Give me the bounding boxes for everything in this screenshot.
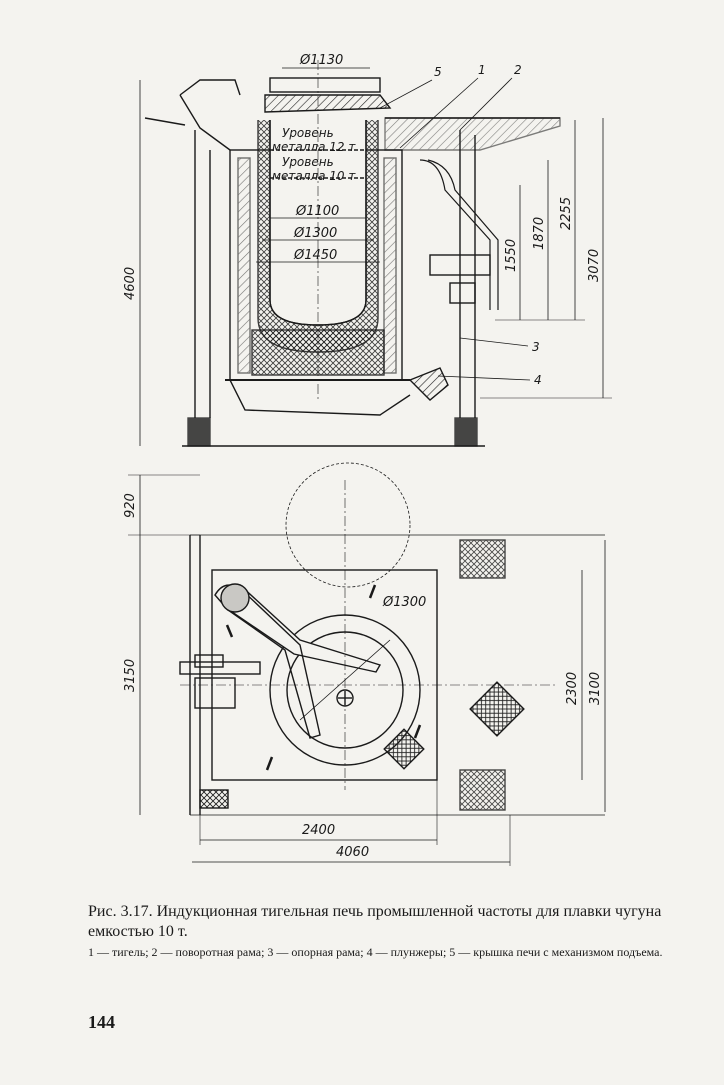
part-4: 4 [534, 373, 542, 387]
dim-h1870: 1870 [532, 217, 547, 250]
level-10-line1: Уровень [282, 155, 334, 169]
side-view-labels: Ø1130 Уровень металла 12 т Уровень метал… [123, 53, 602, 387]
dim-h1550: 1550 [504, 239, 519, 272]
dim-2300: 2300 [565, 672, 580, 705]
furnace-drawing: Ø1130 Уровень металла 12 т Уровень метал… [123, 53, 612, 866]
part-5: 5 [434, 65, 442, 79]
figure-caption: Рис. 3.17. Индукционная тигельная печь п… [88, 903, 662, 940]
plan-view-labels: Ø1300 920 3150 2300 3100 2400 4060 [123, 493, 603, 860]
level-12-line1: Уровень [282, 126, 334, 140]
dim-d1300: Ø1300 [293, 226, 337, 241]
part-1: 1 [478, 63, 486, 77]
dim-h3070: 3070 [587, 249, 602, 282]
dim-3100: 3100 [588, 672, 603, 705]
plan-dim-d1300: Ø1300 [382, 595, 426, 610]
plan-view [128, 462, 606, 866]
page-number: 144 [88, 1012, 115, 1032]
dim-4060: 4060 [336, 845, 369, 860]
dim-d1100: Ø1100 [295, 204, 339, 219]
side-view [139, 60, 612, 447]
dim-h4600: 4600 [123, 267, 138, 300]
part-3: 3 [532, 340, 540, 354]
figure-legend: 1 — тигель; 2 — поворотная рама; 3 — опо… [88, 945, 663, 959]
part-2: 2 [514, 63, 522, 77]
level-12-line2: металла 12 т [272, 140, 356, 154]
dim-3150: 3150 [123, 659, 138, 692]
dim-920: 920 [123, 493, 138, 518]
level-10-line2: металла 10 т [272, 169, 356, 183]
dim-d1130: Ø1130 [299, 53, 343, 68]
dim-d1450: Ø1450 [293, 248, 337, 263]
dim-h2255: 2255 [559, 197, 574, 230]
dim-2400: 2400 [302, 823, 335, 838]
